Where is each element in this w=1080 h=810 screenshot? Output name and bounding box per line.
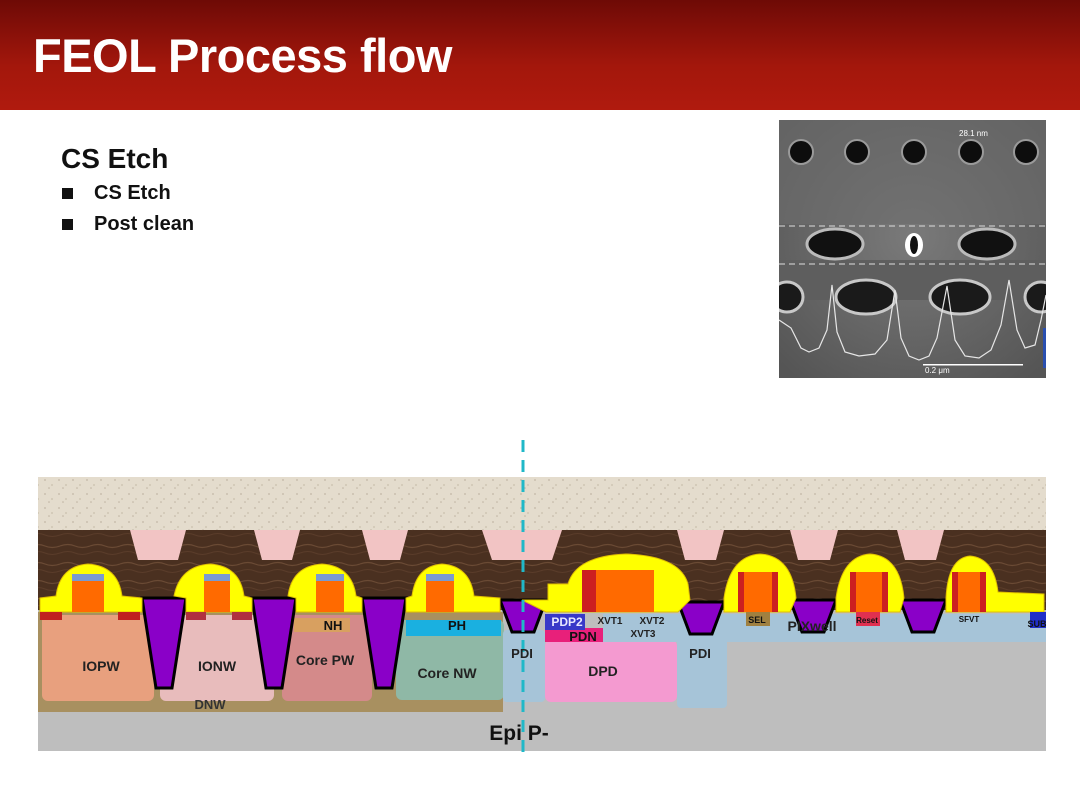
label-pdi-right: PDI	[689, 646, 711, 661]
ild-layer	[38, 477, 1046, 533]
pdp2-region	[545, 614, 585, 630]
label-dnw: DNW	[194, 697, 226, 712]
dpd-region	[545, 640, 677, 702]
sem-image: 28.1 nm 0.2 μm	[779, 120, 1046, 378]
pdn-region	[545, 628, 603, 642]
sem-top-holes	[788, 139, 1039, 165]
label-core-nw: Core NW	[417, 665, 477, 681]
label-ionw: IONW	[198, 658, 237, 674]
label-xvt2: XVT2	[639, 616, 664, 627]
label-pdn: PDN	[569, 629, 596, 644]
label-sel: SEL	[748, 615, 766, 625]
square-bullet-icon	[62, 188, 73, 199]
label-iopw: IOPW	[82, 658, 120, 674]
core-nw-well	[396, 620, 504, 700]
label-nh: NH	[324, 618, 343, 633]
core-pw-well	[282, 615, 372, 701]
label-xvt3: XVT3	[630, 629, 655, 640]
label-sub: SUB	[1027, 619, 1047, 629]
sem-middle-holes	[805, 227, 1017, 261]
iopw-well	[42, 615, 154, 701]
square-bullet-icon	[62, 219, 73, 230]
label-pdi-left: PDI	[511, 646, 533, 661]
sem-line-profile	[779, 279, 1046, 361]
sti-trenches	[140, 596, 949, 690]
gate-stacks	[39, 553, 1046, 628]
label-pdp2: PDP2	[551, 615, 583, 629]
pdi-right-region	[677, 630, 727, 708]
section-title: CS Etch	[61, 143, 169, 174]
sem-bottom-holes	[779, 278, 1046, 316]
label-reset: Reset	[856, 616, 878, 625]
sem-scale-bottom: 0.2 μm	[925, 366, 950, 375]
label-pixwell: PIXwell	[787, 618, 836, 634]
label-sfvt: SFVT	[959, 615, 980, 624]
nh-region	[294, 618, 350, 632]
label-epi: Epi P-	[489, 722, 549, 745]
label-ph: PH	[448, 618, 466, 633]
slide-title: FEOL Process flow	[33, 29, 452, 82]
bullet-text: Post clean	[94, 213, 195, 235]
title-bar: FEOL Process flow	[0, 0, 1080, 110]
label-xvt1: XVT1	[597, 616, 622, 627]
sem-scale-top: 28.1 nm	[959, 129, 988, 138]
ionw-well	[160, 615, 274, 701]
bullet-text: CS Etch	[94, 182, 171, 204]
label-dpd: DPD	[588, 663, 618, 679]
label-core-pw: Core PW	[296, 652, 355, 668]
ph-region	[406, 620, 501, 636]
